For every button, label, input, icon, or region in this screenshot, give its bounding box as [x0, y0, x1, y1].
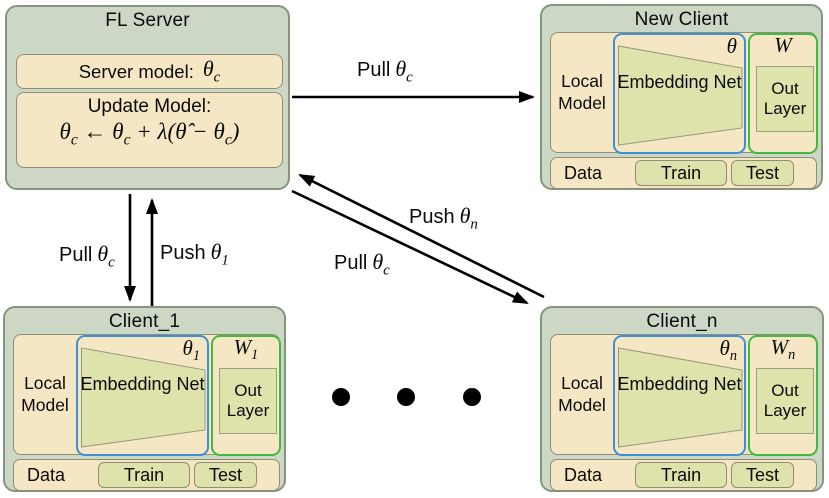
- update-model-box: Update Model: θc ← θc + λ(θ̂ − θc): [16, 92, 283, 168]
- fl-server-box: FL Server Server model: θc Update Model:…: [5, 5, 290, 190]
- out-layer-panel: W1 Out Layer: [211, 335, 281, 456]
- data-row: Data Train Test: [550, 459, 817, 491]
- data-row: Data Train Test: [550, 157, 817, 189]
- embedding-panel: θ Embedding Net: [613, 33, 746, 154]
- embedding-panel: θ1 Embedding Net: [76, 335, 209, 456]
- ellipsis-dot: [463, 388, 481, 406]
- local-model-panel: Local Model θn Embedding Net Wn Out Laye…: [550, 334, 818, 456]
- out-layer-box: Out Layer: [756, 368, 814, 434]
- local-model-panel: Local Model θ1 Embedding Net W1 Out Laye…: [13, 334, 281, 456]
- data-label: Data: [564, 162, 603, 183]
- w-label: W1: [233, 335, 259, 364]
- train-box: Train: [635, 462, 727, 488]
- ellipsis-dot: [397, 388, 415, 406]
- ellipsis-dot: [332, 388, 350, 406]
- server-model-box: Server model: θc: [16, 54, 283, 89]
- theta-label: θn: [719, 336, 737, 365]
- out-layer-box: Out Layer: [219, 368, 277, 434]
- theta-label: θ: [726, 34, 737, 58]
- update-model-label: Update Model:: [87, 96, 212, 117]
- new-client-title: New Client: [634, 9, 729, 30]
- update-formula: θc ← θc + λ(θ̂ − θc): [59, 119, 240, 149]
- embedding-trapezoid: [618, 347, 743, 448]
- client-n-box: Client_n Local Model θn Embedding Net Wn…: [540, 306, 824, 492]
- data-label: Data: [564, 464, 603, 485]
- test-box: Test: [731, 462, 794, 488]
- embedding-net-label: Embedding Net: [617, 72, 742, 92]
- client-1-title: Client_1: [108, 311, 181, 332]
- out-layer-box: Out Layer: [756, 66, 814, 132]
- embedding-panel: θn Embedding Net: [613, 335, 746, 456]
- embedding-net-label: Embedding Net: [80, 374, 205, 394]
- out-layer-panel: Wn Out Layer: [748, 335, 818, 456]
- embedding-net-label: Embedding Net: [617, 374, 742, 394]
- test-box: Test: [731, 160, 794, 186]
- theta-label: θ1: [182, 336, 200, 365]
- server-model-label: Server model:: [78, 60, 194, 82]
- server-model-symbol: θc: [202, 56, 221, 86]
- embedding-trapezoid: [618, 45, 743, 146]
- train-box: Train: [635, 160, 727, 186]
- local-model-label: Local Model: [558, 372, 606, 415]
- data-row: Data Train Test: [13, 459, 280, 491]
- w-label: Wn: [770, 335, 796, 364]
- client-n-title: Client_n: [646, 311, 718, 332]
- local-model-panel: Local Model θ Embedding Net W Out Layer: [550, 32, 818, 154]
- fl-server-title: FL Server: [105, 10, 190, 31]
- data-label: Data: [27, 464, 66, 485]
- client-1-box: Client_1 Local Model θ1 Embedding Net W1…: [3, 306, 286, 492]
- local-model-label: Local Model: [558, 70, 606, 113]
- train-box: Train: [98, 462, 190, 488]
- w-label: W: [774, 33, 792, 57]
- test-box: Test: [194, 462, 257, 488]
- local-model-label: Local Model: [21, 372, 69, 415]
- embedding-trapezoid: [81, 347, 206, 448]
- out-layer-panel: W Out Layer: [748, 33, 818, 154]
- new-client-box: New Client Local Model θ Embedding Net W…: [540, 4, 823, 190]
